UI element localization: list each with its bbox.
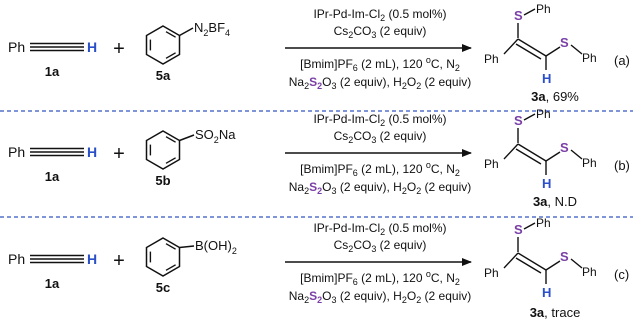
alkene-bond-2 [515,148,542,165]
phenyl-label: Ph [8,144,25,160]
sulfur-phenyl-bond-top [523,113,536,121]
phenyl-label-left: Ph [484,157,499,171]
reagent-compound-label: 5a [156,68,171,83]
benzene-ring [145,237,181,277]
reagent-formula: N2BF4 [194,20,230,38]
reagent-compound-label: 5c [156,280,170,295]
base-condition: Cs2CO3 (2 equiv) [334,238,427,254]
sulfur-source-condition: Na2S2O3 (2 equiv), H2O2 (2 equiv) [289,180,472,196]
plus-sign: + [113,250,125,272]
phenyl-label-top: Ph [536,107,551,121]
sulfur-phenyl-bond-top [523,8,536,16]
sulfur-phenyl-bond-right [570,44,583,55]
row-tag: (c) [614,267,629,282]
benzene-ring [145,25,181,65]
phenyl-label-right: Ph [582,51,597,65]
c-s-bond-right [545,151,561,162]
reaction-row-b: Ph H 1a + SO2Na 5b IPr-Pd-Im-Cl2 (0.5 mo… [8,107,630,209]
phenyl-label-right: Ph [582,156,597,170]
catalyst-condition: IPr-Pd-Im-Cl2 (0.5 mol%) [313,112,446,128]
sulfur-atom-right: S [560,140,569,155]
terminal-hydrogen: H [87,144,97,160]
reagent-formula: SO2Na [195,127,236,145]
terminal-hydrogen: H [87,251,97,267]
sulfur-source-condition: Na2S2O3 (2 equiv), H2O2 (2 equiv) [289,289,472,305]
solvent-condition: [Bmim]PF6 (2 mL), 120 oC, N2 [300,269,460,287]
reagent-bond [179,27,194,37]
c-s-bond-right [545,260,561,271]
reaction-row-c: Ph H 1a + B(OH)2 5c IPr-Pd-Im-Cl2 (0.5 m… [8,216,629,320]
c-s-bond-right [545,46,561,57]
phenyl-label-left: Ph [484,266,499,280]
alkene-bond-2 [515,43,542,60]
alkene-bond-2 [515,257,542,274]
reagent-bond [179,134,195,142]
alkene-bond-1 [517,252,547,271]
benzene-ring [145,130,181,170]
c-ph-bond [503,38,519,55]
reagent-bond [179,245,195,249]
sulfur-atom-right: S [560,249,569,264]
plus-sign: + [113,143,125,165]
sulfur-phenyl-bond-right [570,258,583,269]
row-tag: (a) [614,53,630,68]
sulfur-atom-right: S [560,35,569,50]
phenyl-label-right: Ph [582,265,597,279]
alkene-bond-1 [517,143,547,162]
catalyst-condition: IPr-Pd-Im-Cl2 (0.5 mol%) [313,221,446,237]
sulfur-phenyl-bond-right [570,149,583,160]
vinyl-hydrogen: H [542,176,551,191]
base-condition: Cs2CO3 (2 equiv) [334,129,427,145]
alkyne-compound-label: 1a [45,276,60,291]
phenyl-label: Ph [8,39,25,55]
vinyl-hydrogen: H [542,71,551,86]
phenyl-label: Ph [8,251,25,267]
catalyst-condition: IPr-Pd-Im-Cl2 (0.5 mol%) [313,7,446,23]
c-ph-bond [503,143,519,160]
alkene-bond-1 [517,38,547,57]
product-label: 3a, N.D [533,194,577,209]
base-condition: Cs2CO3 (2 equiv) [334,24,427,40]
alkyne-compound-label: 1a [45,169,60,184]
row-tag: (b) [614,158,630,173]
product-label: 3a, trace [530,305,581,320]
reagent-compound-label: 5b [155,173,170,188]
plus-sign: + [113,38,125,60]
alkyne-compound-label: 1a [45,64,60,79]
vinyl-hydrogen: H [542,285,551,300]
product-label: 3a, 69% [531,89,579,104]
sulfur-phenyl-bond-top [523,222,536,230]
phenyl-label-top: Ph [536,216,551,230]
solvent-condition: [Bmim]PF6 (2 mL), 120 oC, N2 [300,55,460,73]
sulfur-atom-top: S [514,8,523,23]
terminal-hydrogen: H [87,39,97,55]
c-ph-bond [503,252,519,269]
phenyl-label-left: Ph [484,52,499,66]
reagent-formula: B(OH)2 [195,238,237,256]
solvent-condition: [Bmim]PF6 (2 mL), 120 oC, N2 [300,160,460,178]
phenyl-label-top: Ph [536,2,551,16]
sulfur-atom-top: S [514,222,523,237]
sulfur-atom-top: S [514,113,523,128]
sulfur-source-condition: Na2S2O3 (2 equiv), H2O2 (2 equiv) [289,75,472,91]
reaction-row-a: Ph H 1a + N2BF4 5a IPr-Pd-Im-Cl2 (0.5 mo… [8,2,630,104]
